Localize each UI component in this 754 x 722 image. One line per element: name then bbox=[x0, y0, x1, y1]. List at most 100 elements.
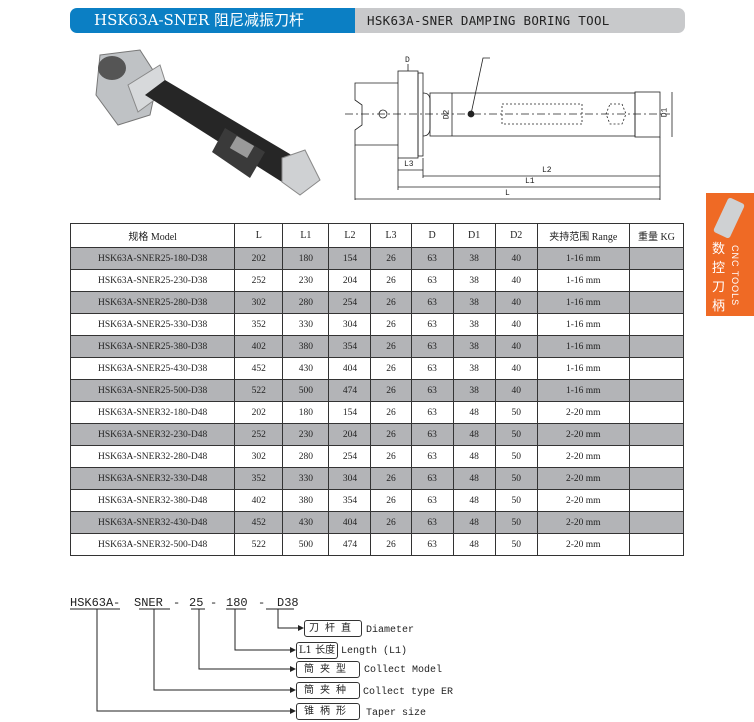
table-cell: 26 bbox=[370, 379, 412, 402]
table-cell: 48 bbox=[452, 511, 496, 534]
table-cell: 430 bbox=[282, 511, 330, 534]
table-cell bbox=[628, 247, 685, 270]
table-cell: 204 bbox=[328, 423, 372, 446]
legend-box-taper: 锥柄形 bbox=[296, 703, 360, 720]
tool-holder-icon bbox=[712, 196, 746, 240]
model-cell: HSK63A-SNER32-500-D48 bbox=[69, 533, 236, 556]
table-cell: 48 bbox=[452, 533, 496, 556]
table-cell: 474 bbox=[328, 379, 372, 402]
model-cell: HSK63A-SNER32-230-D48 bbox=[69, 423, 236, 446]
table-cell: 26 bbox=[370, 511, 412, 534]
table-cell: 402 bbox=[234, 335, 284, 358]
column-header: 重量 KG bbox=[628, 223, 685, 248]
model-cell: HSK63A-SNER32-330-D48 bbox=[69, 467, 236, 490]
legend-en-collet-model: Collect Model bbox=[364, 665, 443, 676]
table-cell bbox=[628, 269, 685, 292]
table-cell: 452 bbox=[234, 357, 284, 380]
table-cell: 500 bbox=[282, 533, 330, 556]
column-header: D1 bbox=[452, 223, 496, 248]
table-cell: 63 bbox=[410, 313, 454, 336]
table-cell: 63 bbox=[410, 445, 454, 468]
code-part-taper: HSK63A bbox=[70, 596, 114, 610]
page-header: HSK63A-SNER 阻尼减振刀杆 HSK63A-SNER DAMPING B… bbox=[70, 8, 685, 33]
table-cell: 38 bbox=[452, 335, 496, 358]
table-cell: 330 bbox=[282, 467, 330, 490]
table-cell: 63 bbox=[410, 401, 454, 424]
dim-D2: D2 bbox=[442, 109, 452, 120]
table-cell: 63 bbox=[410, 291, 454, 314]
table-cell: 40 bbox=[494, 335, 538, 358]
column-header: 规格 Model bbox=[69, 223, 236, 248]
model-cell: HSK63A-SNER32-430-D48 bbox=[69, 511, 236, 534]
side-tab-cn: 数控刀柄 bbox=[712, 242, 726, 314]
table-cell: 180 bbox=[282, 247, 330, 270]
table-cell: 230 bbox=[282, 423, 330, 446]
code-separator: - bbox=[113, 596, 121, 610]
dim-D1: D1 bbox=[660, 107, 670, 118]
code-part-length: 180 bbox=[226, 596, 248, 610]
legend-en-collet-type: Collect type ER bbox=[363, 687, 454, 698]
tool-photo bbox=[95, 49, 321, 196]
table-cell: 404 bbox=[328, 357, 372, 380]
code-separator: - bbox=[210, 596, 218, 610]
table-cell: 380 bbox=[282, 489, 330, 512]
column-header: L2 bbox=[328, 223, 372, 248]
table-cell: 50 bbox=[494, 533, 538, 556]
table-cell: 330 bbox=[282, 313, 330, 336]
table-cell: 48 bbox=[452, 401, 496, 424]
model-cell: HSK63A-SNER32-280-D48 bbox=[69, 445, 236, 468]
table-cell: 38 bbox=[452, 247, 496, 270]
table-cell: 280 bbox=[282, 445, 330, 468]
table-cell bbox=[628, 401, 685, 424]
table-cell bbox=[628, 357, 685, 380]
table-cell: 522 bbox=[234, 533, 284, 556]
code-separator: - bbox=[258, 596, 266, 610]
column-header: L bbox=[234, 223, 284, 248]
table-cell: 380 bbox=[282, 335, 330, 358]
table-cell: 63 bbox=[410, 335, 454, 358]
column-header: 夹持范围 Range bbox=[536, 223, 630, 248]
table-cell: 40 bbox=[494, 379, 538, 402]
table-cell: 50 bbox=[494, 467, 538, 490]
column-header: D2 bbox=[494, 223, 538, 248]
code-part-collet-model: 25 bbox=[189, 596, 204, 610]
table-cell: 2-20 mm bbox=[536, 489, 630, 512]
table-cell: 26 bbox=[370, 357, 412, 380]
table-cell: 202 bbox=[234, 247, 284, 270]
table-cell: 354 bbox=[328, 335, 372, 358]
table-cell: 63 bbox=[410, 357, 454, 380]
table-cell: 63 bbox=[410, 467, 454, 490]
table-cell: 26 bbox=[370, 335, 412, 358]
dim-L2: L2 bbox=[542, 166, 552, 175]
column-header: D bbox=[410, 223, 454, 248]
table-cell: 63 bbox=[410, 423, 454, 446]
table-cell: 254 bbox=[328, 445, 372, 468]
table-cell: 474 bbox=[328, 533, 372, 556]
table-cell: 26 bbox=[370, 445, 412, 468]
table-cell: 26 bbox=[370, 313, 412, 336]
table-cell bbox=[628, 467, 685, 490]
code-separator: - bbox=[173, 596, 181, 610]
table-cell: 254 bbox=[328, 291, 372, 314]
model-cell: HSK63A-SNER32-380-D48 bbox=[69, 489, 236, 512]
table-cell: 352 bbox=[234, 313, 284, 336]
table-cell: 26 bbox=[370, 533, 412, 556]
side-tab-en: CNC TOOLS bbox=[730, 245, 740, 307]
table-cell: 26 bbox=[370, 401, 412, 424]
table-cell bbox=[628, 533, 685, 556]
table-cell: 38 bbox=[452, 379, 496, 402]
table-cell: 180 bbox=[282, 401, 330, 424]
table-cell: 154 bbox=[328, 247, 372, 270]
table-cell: 63 bbox=[410, 379, 454, 402]
legend-en-taper: Taper size bbox=[366, 708, 427, 719]
model-cell: HSK63A-SNER25-380-D38 bbox=[69, 335, 236, 358]
